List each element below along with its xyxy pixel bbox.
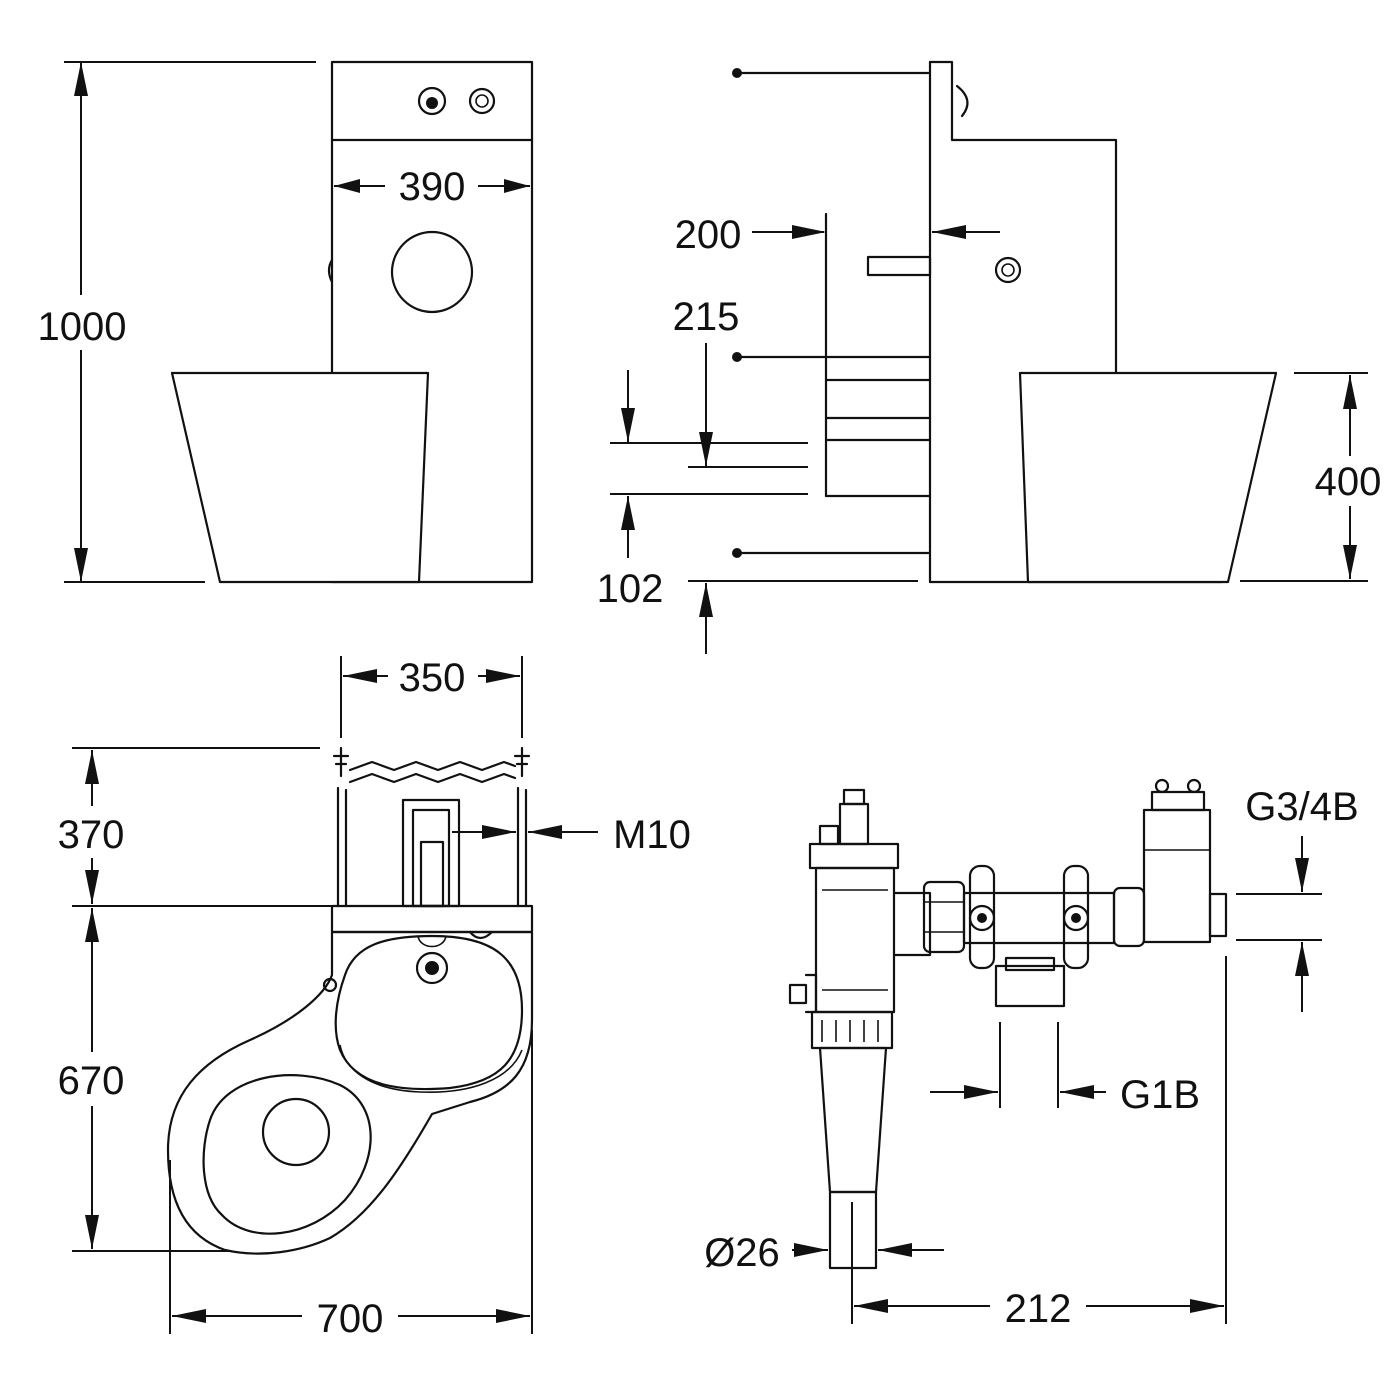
dim-212: 212	[851, 956, 1227, 1331]
side-button	[955, 84, 969, 118]
valve-body-nut	[808, 842, 900, 870]
waste-outlet	[824, 212, 932, 498]
valve-side-knob	[788, 983, 808, 1005]
wall-flange	[866, 255, 932, 277]
dim-m10-label: M10	[613, 813, 691, 857]
toilet-outlet	[261, 1097, 331, 1167]
union-nut-right	[1112, 886, 1146, 948]
plan-view: 350 M10	[58, 656, 691, 1341]
dim-390-label: 390	[399, 165, 466, 209]
dim-390: 390	[334, 165, 530, 209]
dim-370: 370	[58, 747, 332, 907]
drain-grate	[415, 951, 449, 985]
plan-bowl-outline	[166, 930, 534, 1255]
plan-cabinet-top	[330, 904, 534, 934]
flush-pipe-upper	[818, 1046, 888, 1194]
dim-670: 670	[58, 908, 230, 1252]
solenoid-body	[1142, 808, 1212, 944]
side-view: 200 215 102	[597, 60, 1382, 654]
anchor-rods	[732, 68, 932, 558]
dim-m10: M10	[452, 813, 691, 857]
dim-200-label: 200	[675, 213, 742, 257]
dim-200: 200	[675, 213, 1000, 257]
control-buttons	[417, 86, 496, 116]
solenoid	[1142, 778, 1228, 944]
dim-g34b-label: G3/4B	[1245, 785, 1358, 829]
front-view: 390 1000	[38, 60, 534, 584]
front-cabinet	[330, 60, 534, 584]
front-basin	[334, 934, 524, 1091]
dim-g1b: G1B	[930, 1022, 1200, 1117]
dim-d26: Ø26	[704, 1231, 944, 1275]
valve-cap	[818, 788, 870, 846]
side-pushbutton	[994, 256, 1022, 284]
solenoid-plug	[1208, 892, 1228, 938]
dim-212-label: 212	[1005, 1287, 1072, 1331]
break-line	[348, 760, 517, 772]
dim-400: 400	[1240, 372, 1382, 582]
stop-valve-left	[968, 864, 996, 970]
side-cabinet-outline	[928, 60, 1118, 375]
dim-g34b: G3/4B	[1236, 785, 1359, 1012]
dim-400-label: 400	[1315, 460, 1382, 504]
g1b-connector	[994, 964, 1066, 1008]
dim-215: 215	[610, 295, 808, 468]
dim-1000-label: 1000	[38, 305, 127, 349]
stop-valve-right	[1062, 864, 1090, 970]
wall-bracket	[401, 798, 461, 908]
dim-370-label: 370	[58, 813, 125, 857]
valve-lower-nut	[810, 1010, 894, 1050]
dim-215-label: 215	[673, 295, 740, 339]
side-knob	[327, 258, 334, 284]
mounting-bolts	[332, 746, 531, 778]
dim-1000: 1000	[38, 61, 316, 583]
dim-102: 102	[597, 493, 918, 654]
dim-700: 700	[169, 1030, 533, 1341]
access-panel-circle	[390, 230, 474, 314]
dim-g1b-label: G1B	[1120, 1073, 1200, 1117]
front-bowl	[170, 371, 430, 584]
dim-350-label: 350	[399, 656, 466, 700]
dim-670-label: 670	[58, 1059, 125, 1103]
side-bowl	[1018, 371, 1278, 584]
valve-body	[814, 866, 896, 1014]
toilet-bowl	[202, 1074, 372, 1235]
dim-350: 350	[340, 656, 523, 738]
dim-102-label: 102	[597, 567, 664, 611]
dim-d26-label: Ø26	[704, 1231, 780, 1275]
dim-700-label: 700	[317, 1297, 384, 1341]
flush-valve-detail: G3/4B G1B Ø26	[704, 778, 1359, 1331]
